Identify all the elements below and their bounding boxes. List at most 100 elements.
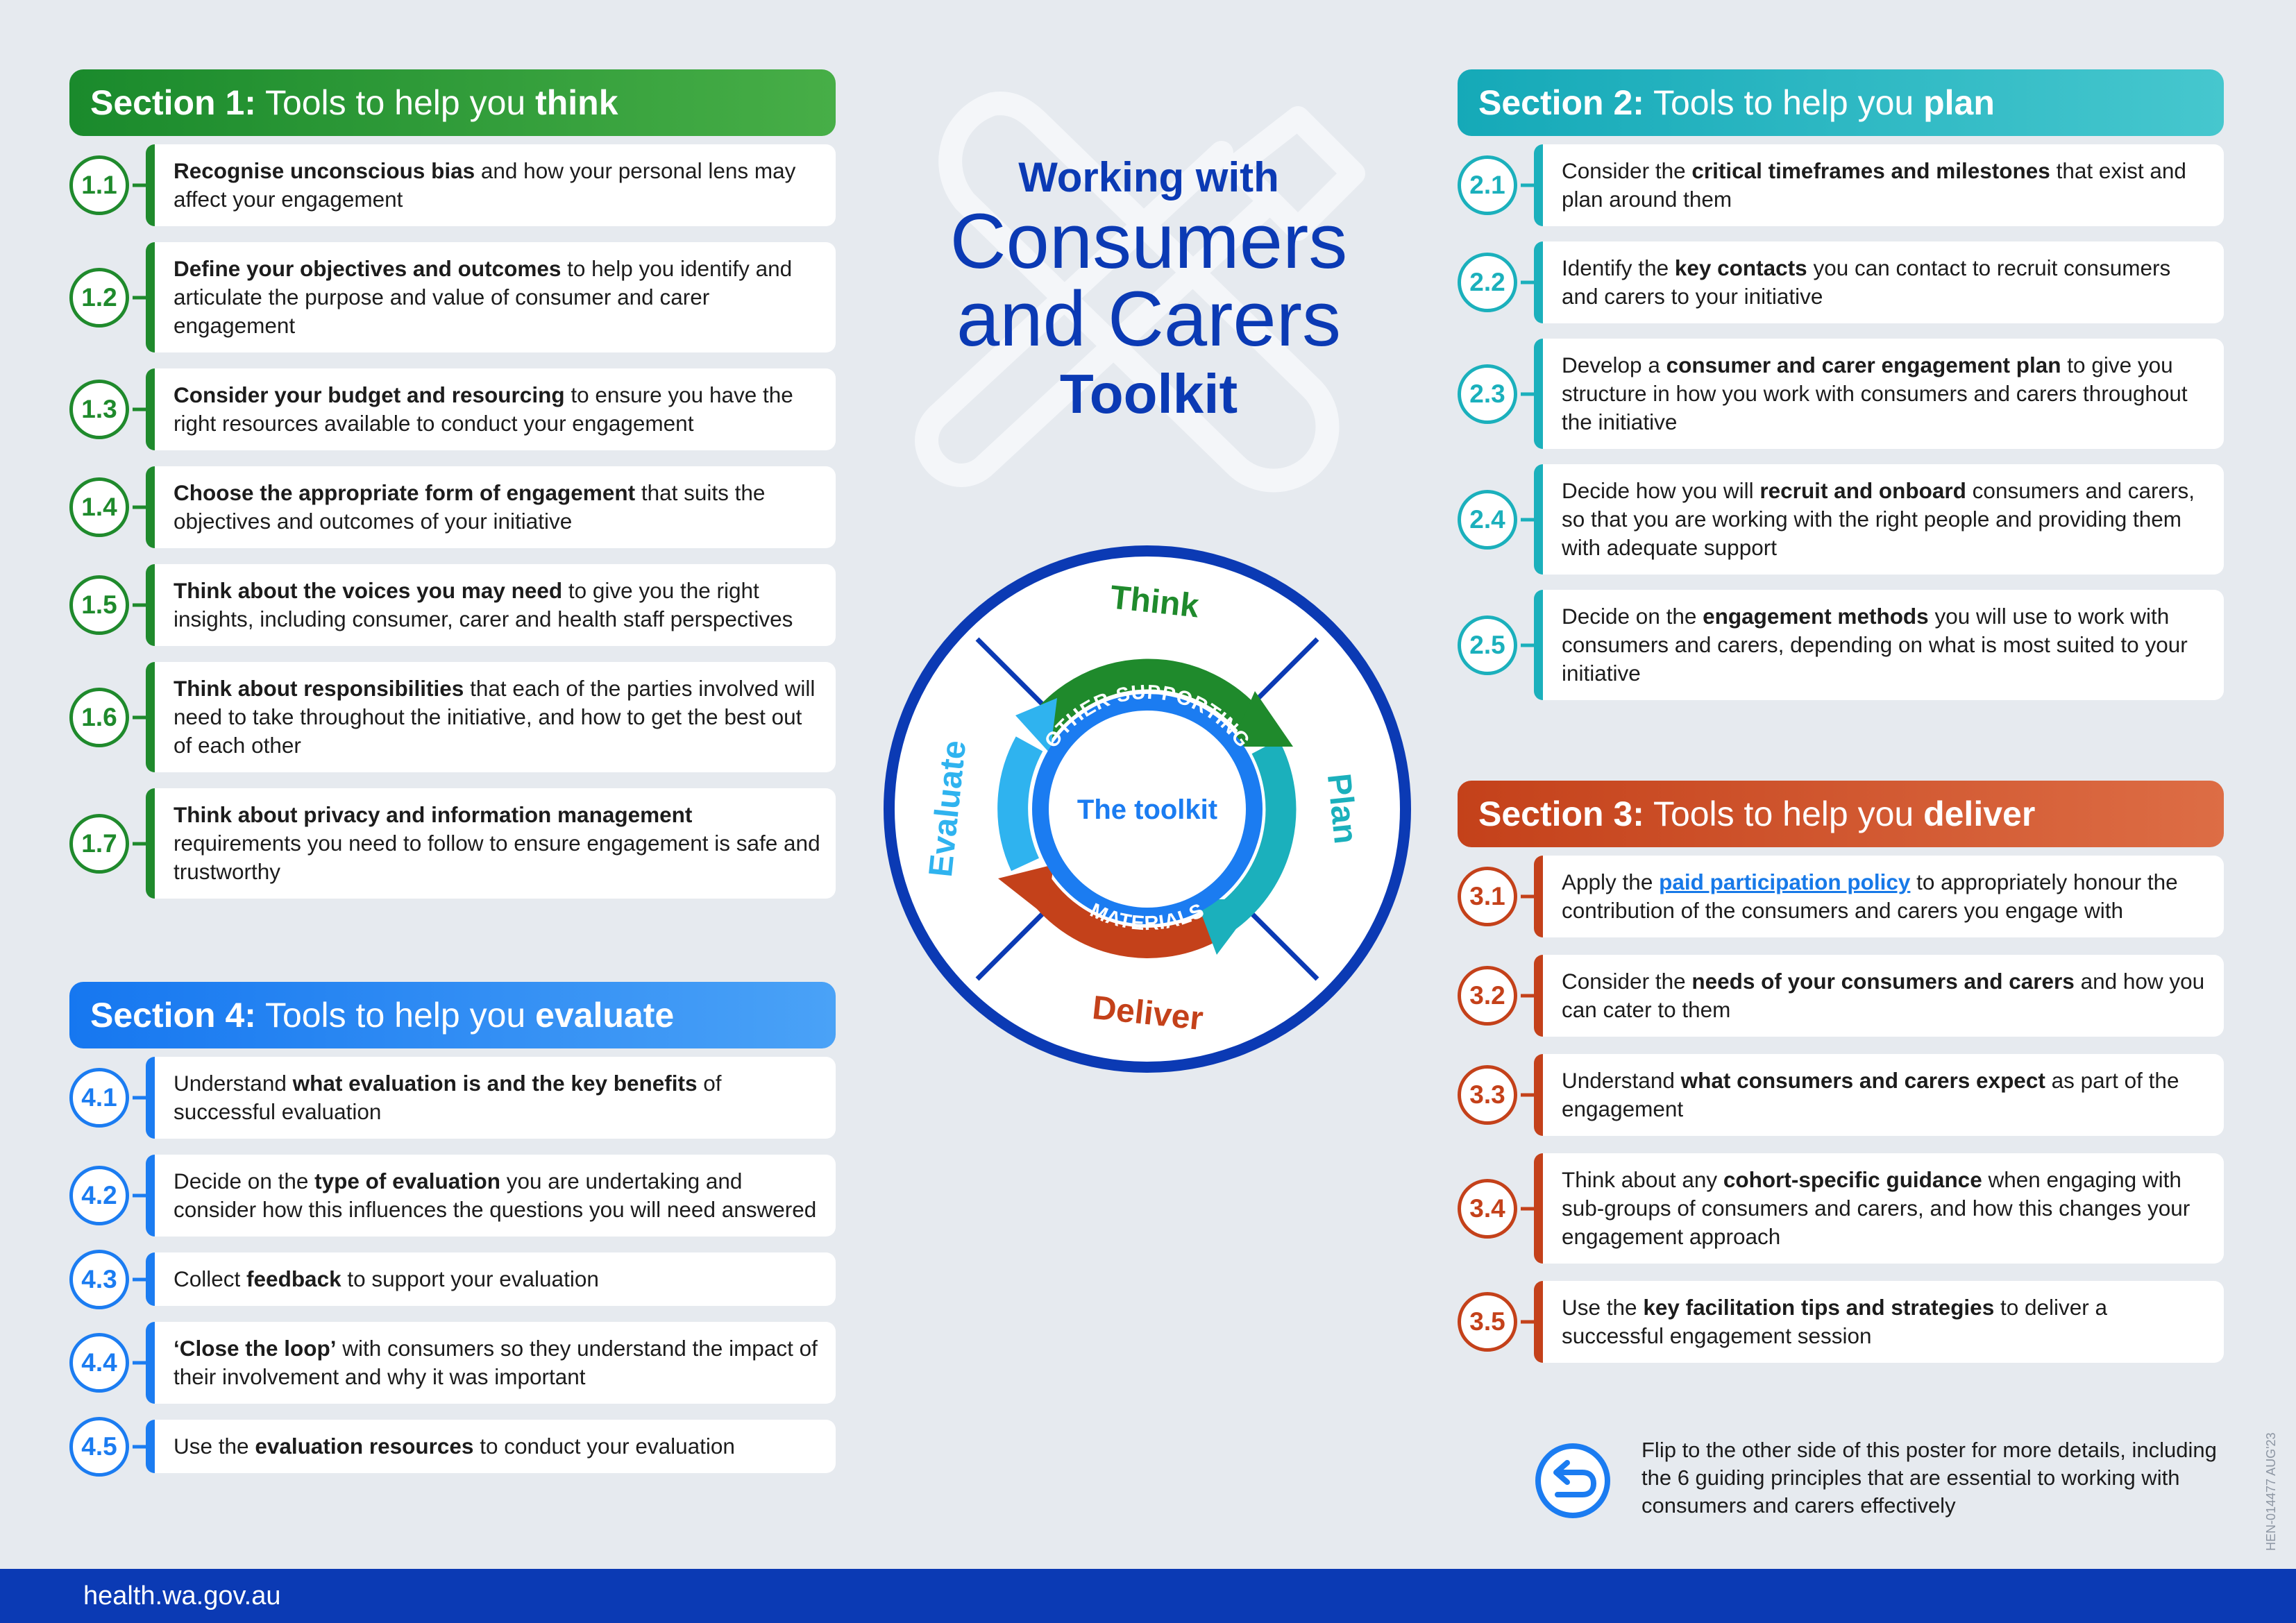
plan-arrow	[1217, 739, 1297, 929]
item-1-3[interactable]: 1.3 Consider your budget and resourcing …	[69, 368, 836, 450]
item-4-2[interactable]: 4.2 Decide on the type of evaluation you…	[69, 1155, 836, 1237]
item-number-badge: 3.4	[1458, 1178, 1517, 1239]
return-arrow-icon	[1535, 1443, 1610, 1518]
deliver-arrow	[1024, 876, 1215, 958]
deliver-arrowhead	[998, 865, 1054, 917]
item-number-badge: 3.2	[1458, 966, 1517, 1026]
flip-poster-note: Flip to the other side of this poster fo…	[1534, 1436, 2228, 1520]
title-line-working-with: Working with	[1018, 154, 1279, 201]
footer-website-link[interactable]: health.wa.gov.au	[83, 1581, 281, 1611]
item-card[interactable]: Decide on the engagement methods you wil…	[1534, 590, 2224, 700]
think-arrow	[1025, 658, 1265, 740]
item-number-badge: 1.6	[69, 687, 129, 747]
wheel-label-plan: Plan	[1320, 772, 1364, 845]
item-number-badge: 2.2	[1458, 253, 1517, 312]
item-2-3[interactable]: 2.3 Develop a consumer and carer engagem…	[1458, 339, 2224, 449]
section-deliver: Section 3: Tools to help you deliver 3.1…	[1458, 781, 2224, 1380]
think-arrowhead	[1231, 691, 1293, 747]
item-number-badge: 4.4	[69, 1333, 129, 1393]
item-4-5[interactable]: 4.5 Use the evaluation resources to cond…	[69, 1416, 836, 1477]
item-number-badge: 1.2	[69, 267, 129, 328]
item-card[interactable]: Decide how you will recruit and onboard …	[1534, 464, 2224, 575]
item-2-2[interactable]: 2.2 Identify the key contacts you can co…	[1458, 241, 2224, 323]
item-card[interactable]: Choose the appropriate form of engagemen…	[146, 466, 836, 548]
item-card[interactable]: Think about privacy and information mana…	[146, 788, 836, 899]
title-line-toolkit: Toolkit	[1059, 363, 1238, 425]
item-2-5[interactable]: 2.5 Decide on the engagement methods you…	[1458, 590, 2224, 700]
section-plan: Section 2: Tools to help you plan 2.1 Co…	[1458, 69, 2224, 715]
item-card[interactable]: Apply the paid participation policy to a…	[1534, 856, 2224, 937]
item-number-badge: 1.5	[69, 575, 129, 635]
item-card[interactable]: Understand what consumers and carers exp…	[1534, 1054, 2224, 1136]
item-card[interactable]: Use the key facilitation tips and strate…	[1534, 1281, 2224, 1363]
item-card[interactable]: Develop a consumer and carer engagement …	[1534, 339, 2224, 449]
item-card[interactable]: Think about the voices you may need to g…	[146, 564, 836, 646]
item-card[interactable]: Think about responsibilities that each o…	[146, 662, 836, 772]
item-3-5[interactable]: 3.5 Use the key facilitation tips and st…	[1458, 1281, 2224, 1363]
wheel-outer-ring	[884, 545, 1411, 1073]
title-line-consumers: Consumers	[949, 198, 1348, 284]
evaluate-arrowhead	[1015, 698, 1057, 754]
wheel-center-label: The toolkit	[1077, 794, 1217, 825]
wheel-dividers	[975, 637, 1319, 981]
section-plan-header: Section 2: Tools to help you plan	[1458, 69, 2224, 136]
item-1-7[interactable]: 1.7 Think about privacy and information …	[69, 788, 836, 899]
footer-bar: health.wa.gov.au	[0, 1569, 2296, 1623]
item-card[interactable]: Collect feedback to support your evaluat…	[146, 1252, 836, 1306]
item-number-badge: 2.4	[1458, 489, 1517, 550]
item-1-4[interactable]: 1.4 Choose the appropriate form of engag…	[69, 466, 836, 548]
item-number-badge: 4.5	[69, 1416, 129, 1477]
item-3-2[interactable]: 3.2 Consider the needs of your consumers…	[1458, 955, 2224, 1037]
item-number-badge: 2.3	[1458, 364, 1517, 424]
section-evaluate: Section 4: Tools to help you evaluate 4.…	[69, 982, 836, 1489]
item-number-badge: 2.5	[1458, 615, 1517, 675]
flip-note-text: Flip to the other side of this poster fo…	[1641, 1438, 2217, 1518]
item-1-2[interactable]: 1.2 Define your objectives and outcomes …	[69, 242, 836, 352]
item-card[interactable]: Consider the needs of your consumers and…	[1534, 955, 2224, 1037]
item-card[interactable]: Decide on the type of evaluation you are…	[146, 1155, 836, 1237]
toolkit-cycle-wheel: OTHER SUPPORTING MATERIALS The toolkit T…	[884, 545, 1411, 1073]
item-number-badge: 1.3	[69, 380, 129, 439]
item-3-4[interactable]: 3.4 Think about any cohort-specific guid…	[1458, 1153, 2224, 1264]
item-2-4[interactable]: 2.4 Decide how you will recruit and onbo…	[1458, 464, 2224, 575]
plan-arrowhead	[1196, 899, 1258, 955]
item-number-badge: 1.1	[69, 155, 129, 215]
item-card[interactable]: Think about any cohort-specific guidance…	[1534, 1153, 2224, 1264]
item-1-6[interactable]: 1.6 Think about responsibilities that ea…	[69, 662, 836, 772]
item-number-badge: 1.4	[69, 477, 129, 537]
item-number-badge: 2.1	[1458, 155, 1517, 215]
item-number-badge: 4.1	[69, 1068, 129, 1128]
section-deliver-header: Section 3: Tools to help you deliver	[1458, 781, 2224, 847]
item-4-3[interactable]: 4.3 Collect feedback to support your eva…	[69, 1249, 836, 1309]
item-number-badge: 4.3	[69, 1249, 129, 1309]
item-number-badge: 1.7	[69, 813, 129, 874]
item-card[interactable]: Identify the key contacts you can contac…	[1534, 241, 2224, 323]
section-evaluate-header: Section 4: Tools to help you evaluate	[69, 982, 836, 1048]
item-card[interactable]: ‘Close the loop’ with consumers so they …	[146, 1322, 836, 1404]
item-card[interactable]: Consider your budget and resourcing to e…	[146, 368, 836, 450]
item-2-1[interactable]: 2.1 Consider the critical timeframes and…	[1458, 144, 2224, 226]
title-line-and-carers: and Carers	[956, 275, 1342, 362]
item-number-badge: 3.1	[1458, 867, 1517, 926]
item-1-5[interactable]: 1.5 Think about the voices you may need …	[69, 564, 836, 646]
item-card[interactable]: Consider the critical timeframes and mil…	[1534, 144, 2224, 226]
item-4-1[interactable]: 4.1 Understand what evaluation is and th…	[69, 1057, 836, 1139]
item-card[interactable]: Understand what evaluation is and the ke…	[146, 1057, 836, 1139]
item-number-badge: 3.3	[1458, 1065, 1517, 1125]
paid-participation-policy-link[interactable]: paid participation policy	[1659, 869, 1911, 894]
toolkit-center	[1049, 711, 1246, 908]
section-think: Section 1: Tools to help you think 1.1 R…	[69, 69, 836, 915]
item-card[interactable]: Define your objectives and outcomes to h…	[146, 242, 836, 352]
item-1-1[interactable]: 1.1 Recognise unconscious bias and how y…	[69, 144, 836, 226]
item-card[interactable]: Recognise unconscious bias and how your …	[146, 144, 836, 226]
poster-title: Working with Consumers and Carers Toolki…	[930, 153, 1367, 430]
item-card[interactable]: Use the evaluation resources to conduct …	[146, 1420, 836, 1473]
evaluate-arrow	[997, 736, 1043, 872]
item-4-4[interactable]: 4.4 ‘Close the loop’ with consumers so t…	[69, 1322, 836, 1404]
item-3-3[interactable]: 3.3 Understand what consumers and carers…	[1458, 1054, 2224, 1136]
document-code: HEN-014477 AUG'23	[2264, 1432, 2278, 1551]
crossed-tools-watermark-icon	[915, 92, 1365, 493]
section-think-header: Section 1: Tools to help you think	[69, 69, 836, 136]
item-3-1[interactable]: 3.1 Apply the paid participation policy …	[1458, 856, 2224, 937]
item-number-badge: 3.5	[1458, 1292, 1517, 1352]
